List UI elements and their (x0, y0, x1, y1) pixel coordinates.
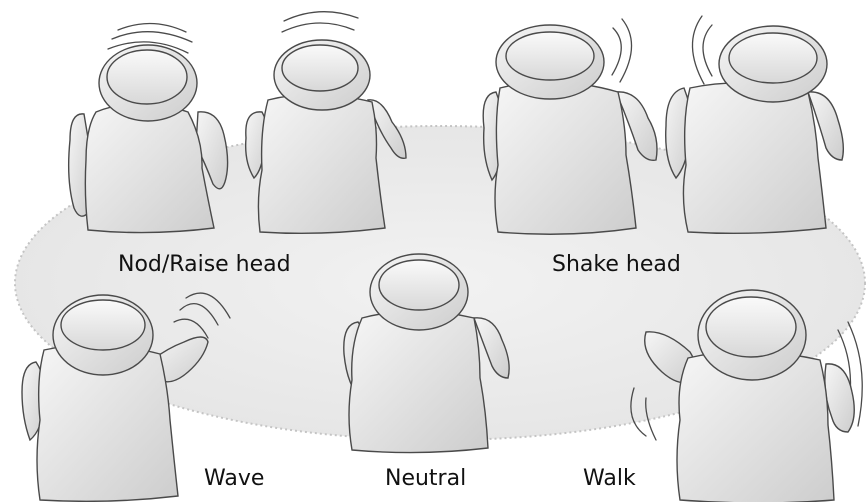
label-wave: Wave (204, 468, 264, 490)
label-walk: Walk (583, 468, 636, 490)
motion-lines-shake-right (692, 16, 712, 84)
visor (61, 300, 145, 350)
label-nod-raise-head: Nod/Raise head (118, 254, 291, 276)
body (258, 94, 385, 233)
robot-nod-1 (69, 23, 228, 232)
visor (506, 32, 594, 80)
body (85, 104, 214, 233)
visor (729, 33, 817, 83)
robot-shake-right (666, 16, 844, 233)
visor (282, 45, 358, 91)
visor (379, 260, 459, 310)
body (495, 82, 636, 234)
body (349, 311, 488, 453)
visor (107, 50, 187, 104)
body (683, 83, 826, 233)
robot-shake-left (483, 19, 657, 234)
label-shake-head: Shake head (552, 254, 681, 276)
motion-lines-raise (282, 12, 358, 32)
motion-lines-shake-left (612, 19, 632, 82)
label-neutral: Neutral (385, 468, 466, 490)
visor (706, 297, 796, 357)
